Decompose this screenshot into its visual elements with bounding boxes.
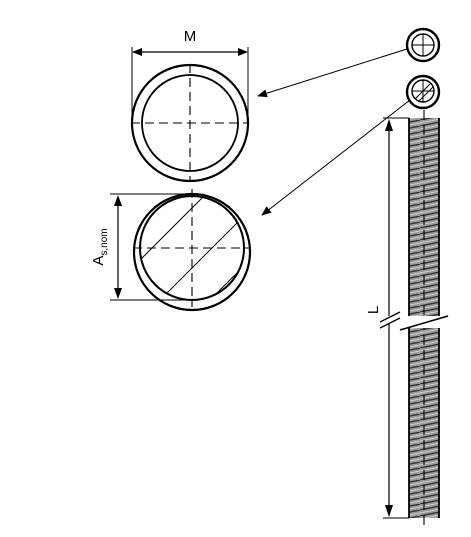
area-label-sub: s,nom bbox=[99, 228, 110, 255]
end-view-icon-plain bbox=[405, 27, 441, 63]
area-label-main: A bbox=[90, 256, 107, 266]
length-label: L bbox=[365, 306, 382, 314]
leader-arrows bbox=[257, 48, 411, 216]
area-dimension: As,nom bbox=[90, 193, 192, 301]
diameter-label: M bbox=[184, 28, 197, 45]
svg-text:As,nom: As,nom bbox=[90, 228, 110, 265]
threaded-rod-side-view bbox=[399, 110, 449, 525]
end-view-icon-hatched bbox=[405, 74, 441, 110]
diameter-dimension: M bbox=[131, 28, 249, 120]
length-dimension: L bbox=[365, 117, 409, 519]
thread-cross-section-outline bbox=[130, 63, 250, 183]
